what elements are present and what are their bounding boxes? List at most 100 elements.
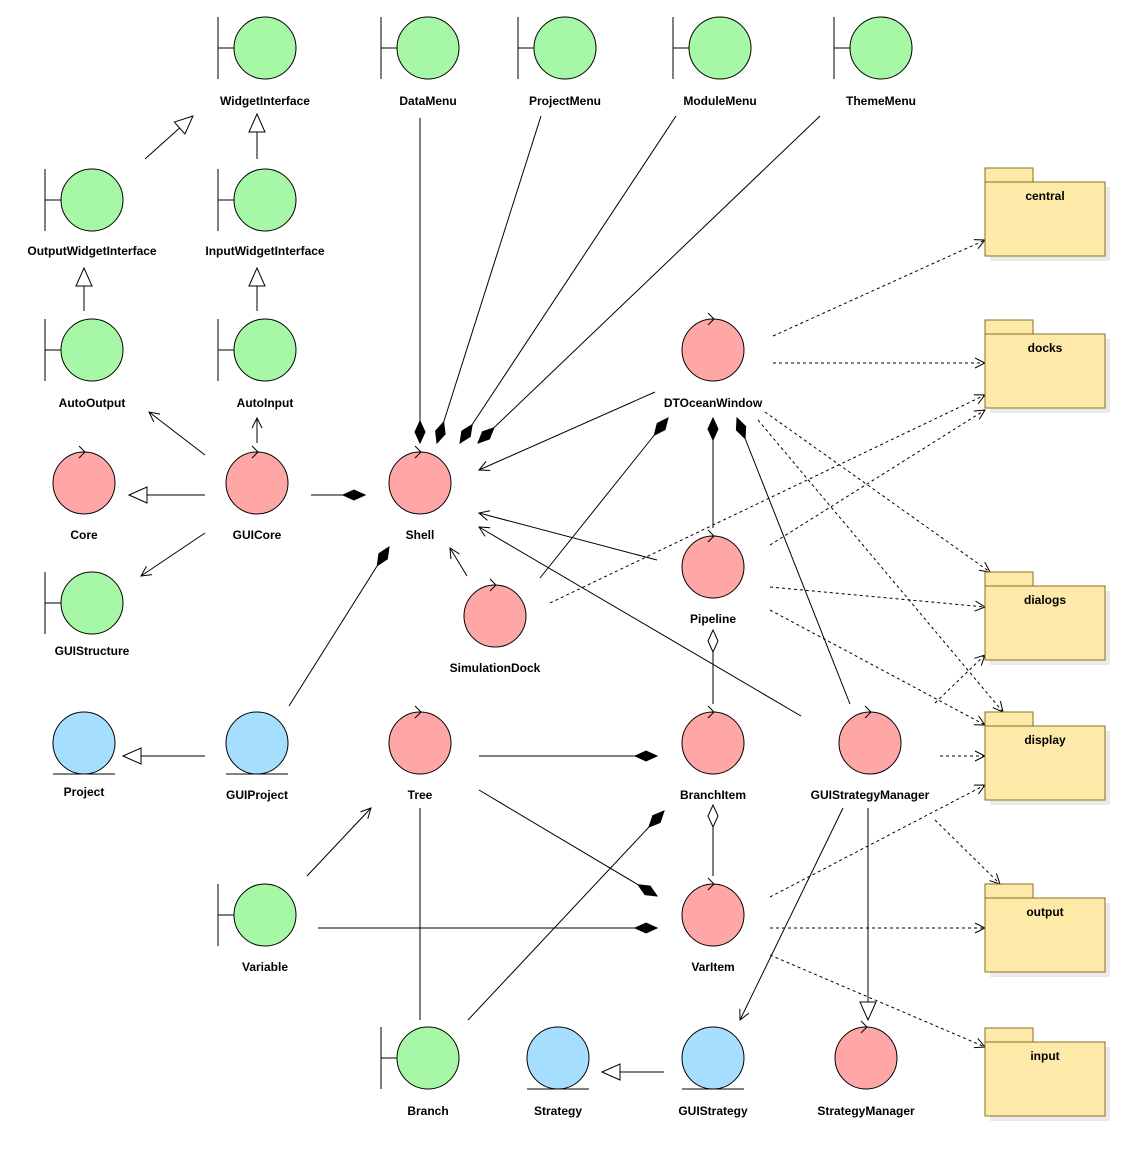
edge-tree-to-var-item-composition (478, 789, 657, 896)
node-label: Branch (407, 1104, 448, 1118)
edge-gui-strategy-manager-to-dt-ocean-window-composition (737, 418, 851, 705)
entity-circle-icon (52, 711, 116, 775)
package-label: dialogs (1024, 593, 1066, 607)
node-label: VarItem (691, 960, 734, 974)
package-display[interactable]: display (984, 711, 1110, 805)
node-label: AutoInput (237, 396, 294, 410)
node-gui-project[interactable]: GUIProject (225, 711, 289, 802)
node-label: Project (64, 785, 105, 799)
node-var-item[interactable]: VarItem (681, 877, 745, 974)
node-label: OutputWidgetInterface (27, 244, 157, 258)
node-label: Variable (242, 960, 288, 974)
control-arrow-icon (707, 529, 715, 543)
edge-theme-menu-to-shell-composition (478, 115, 821, 443)
node-project[interactable]: Project (52, 711, 116, 799)
edge-var-item-to-input-dependency (769, 954, 985, 1047)
package-tab (984, 319, 1034, 335)
entity-circle-icon (681, 1026, 745, 1090)
node-branch[interactable]: Branch (380, 1026, 460, 1118)
control-arrow-icon (414, 705, 422, 719)
node-label: GUICore (233, 528, 282, 542)
control-arrow-icon (707, 877, 715, 891)
node-variable[interactable]: Variable (217, 883, 297, 974)
package-label: output (1026, 905, 1063, 919)
control-arrow-icon (864, 705, 872, 719)
entity-circle-icon (526, 1026, 590, 1090)
edge-gui-strategy-manager-to-dialogs-dependency (934, 655, 985, 704)
edge-gui-strategy-manager-to-shell-association (479, 527, 802, 717)
control-arrow-icon (860, 1020, 868, 1034)
package-central[interactable]: central (984, 167, 1110, 261)
package-tab (984, 711, 1034, 727)
package-input[interactable]: input (984, 1027, 1110, 1121)
edge-gui-core-to-auto-output-association (149, 412, 206, 456)
node-data-menu[interactable]: DataMenu (380, 16, 460, 108)
control-arrow-icon (78, 445, 86, 459)
package-tab (984, 571, 1034, 587)
node-label: WidgetInterface (220, 94, 310, 108)
package-body (984, 585, 1106, 661)
edge-gui-strategy-manager-to-output-dependency (934, 819, 1000, 884)
package-body (984, 897, 1106, 973)
node-project-menu[interactable]: ProjectMenu (517, 16, 601, 108)
edge-pipeline-to-docks-dependency (769, 410, 985, 546)
node-strategy[interactable]: Strategy (526, 1026, 590, 1118)
control-circle-icon (463, 584, 527, 648)
node-theme-menu[interactable]: ThemeMenu (833, 16, 916, 108)
node-label: Core (70, 528, 98, 542)
node-input-widget-interface[interactable]: InputWidgetInterface (205, 168, 325, 258)
node-label: AutoOutput (59, 396, 126, 410)
control-circle-icon (388, 451, 452, 515)
edge-output-widget-interface-to-widget-interface-generalization (144, 116, 193, 160)
node-label: ProjectMenu (529, 94, 601, 108)
node-shell[interactable]: Shell (388, 445, 452, 542)
package-dialogs[interactable]: dialogs (984, 571, 1110, 665)
control-circle-icon (681, 711, 745, 775)
edge-var-item-to-display-dependency (769, 785, 985, 898)
node-gui-strategy-manager[interactable]: GUIStrategyManager (811, 705, 930, 802)
node-pipeline[interactable]: Pipeline (681, 529, 745, 626)
node-dt-ocean-window[interactable]: DTOceanWindow (664, 312, 763, 410)
node-gui-core[interactable]: GUICore (225, 445, 289, 542)
edge-pipeline-to-shell-association (479, 513, 658, 561)
control-arrow-icon (251, 445, 259, 459)
package-docks[interactable]: docks (984, 319, 1110, 413)
edge-project-menu-to-shell-composition (437, 115, 542, 443)
node-label: Tree (408, 788, 433, 802)
node-gui-strategy[interactable]: GUIStrategy (678, 1026, 748, 1118)
node-label: Pipeline (690, 612, 736, 626)
node-gui-structure[interactable]: GUIStructure (44, 571, 130, 658)
control-circle-icon (225, 451, 289, 515)
edge-gui-project-to-shell-composition (288, 547, 389, 707)
node-widget-interface[interactable]: WidgetInterface (217, 16, 310, 108)
package-body (984, 333, 1106, 409)
boundary-circle-icon (849, 16, 913, 80)
node-module-menu[interactable]: ModuleMenu (672, 16, 757, 108)
edge-simulation-dock-to-dt-ocean-window-composition (539, 418, 668, 579)
control-arrow-icon (414, 445, 422, 459)
node-output-widget-interface[interactable]: OutputWidgetInterface (27, 168, 157, 258)
edge-gui-core-to-gui-structure-association (141, 532, 206, 576)
edge-simulation-dock-to-docks-dependency (549, 395, 985, 604)
node-label: DataMenu (399, 94, 456, 108)
boundary-circle-icon (60, 318, 124, 382)
node-strategy-manager[interactable]: StrategyManager (817, 1020, 915, 1118)
entity-circle-icon (225, 711, 289, 775)
node-simulation-dock[interactable]: SimulationDock (450, 578, 541, 675)
package-tab (984, 167, 1034, 183)
control-arrow-icon (707, 705, 715, 719)
node-label: Strategy (534, 1104, 582, 1118)
control-circle-icon (681, 883, 745, 947)
node-auto-output[interactable]: AutoOutput (44, 318, 126, 410)
node-branch-item[interactable]: BranchItem (680, 705, 746, 802)
node-core[interactable]: Core (52, 445, 116, 542)
node-label: SimulationDock (450, 661, 541, 675)
edge-dt-ocean-window-to-shell-association (479, 391, 656, 470)
node-tree[interactable]: Tree (388, 705, 452, 802)
package-body (984, 1041, 1106, 1117)
package-label: docks (1028, 341, 1063, 355)
control-arrow-icon (707, 312, 715, 326)
package-output[interactable]: output (984, 883, 1110, 977)
edge-gui-strategy-manager-to-gui-strategy-association (740, 807, 844, 1020)
node-auto-input[interactable]: AutoInput (217, 318, 297, 410)
